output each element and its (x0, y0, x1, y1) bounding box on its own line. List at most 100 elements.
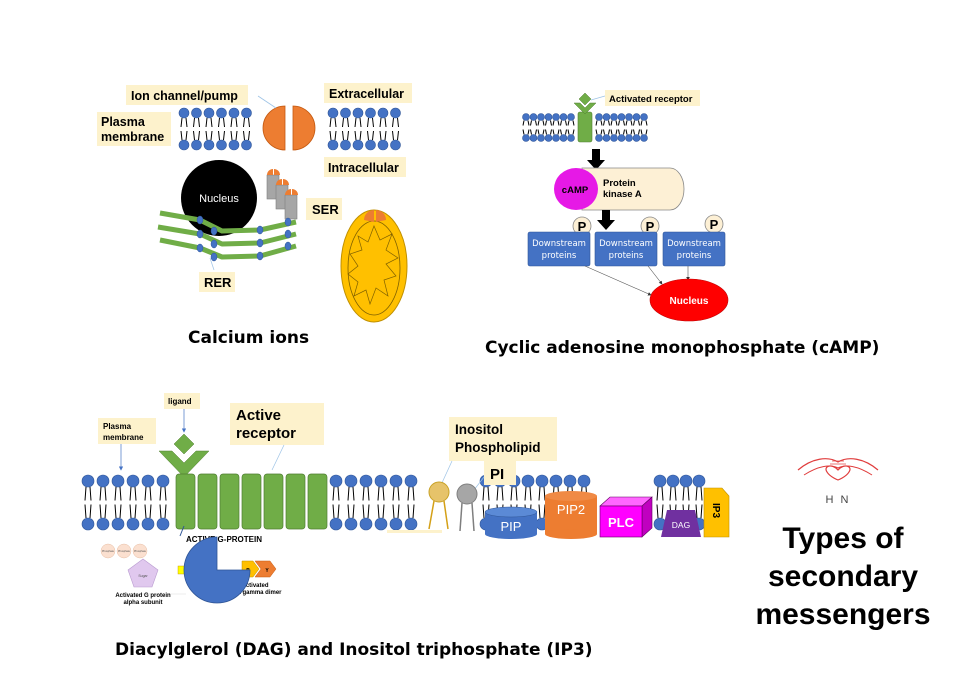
phospholipid (567, 113, 575, 142)
g-protein-label: ACTIVE G-PROTEIN (186, 535, 262, 544)
pip2-cylinder (545, 491, 597, 539)
phospholipid (610, 113, 618, 142)
leader-line (590, 95, 606, 101)
active-receptor-label-bg (230, 403, 324, 445)
phospholipid (126, 474, 140, 531)
activated-receptor-label: Activated receptor (609, 94, 693, 105)
arrow-down-icon (597, 210, 615, 230)
phospholipid (81, 474, 95, 531)
ser-label-bg (306, 198, 342, 220)
calcium-caption: Calcium ions (188, 328, 309, 348)
arrow-down-icon (587, 149, 605, 170)
plasma-membrane-middle (329, 474, 418, 531)
ser-channels (266, 169, 298, 220)
svg-text:Phosphate: Phosphate (102, 550, 115, 553)
plasma-membrane-label-line1: Plasma (101, 115, 146, 129)
receptor-cup (158, 450, 210, 478)
dimer-label-line2: beta gamma dimer (228, 590, 282, 596)
ion-channel-label: Ion channel/pump (131, 89, 238, 103)
plasma-membrane-label-bg (97, 112, 171, 146)
plc-label: PLC (608, 515, 635, 530)
transmembrane-segment (197, 473, 218, 530)
phospholipid (537, 113, 545, 142)
plasma-membrane-label-line2: membrane (101, 130, 164, 144)
svg-text:proteins: proteins (609, 251, 644, 261)
pi-label-bg (484, 461, 516, 485)
leader-line (257, 95, 277, 109)
hn-logo: H N (797, 458, 879, 506)
intracellular-label: Intracellular (328, 161, 399, 175)
phospholipid (625, 113, 633, 142)
svg-text:Phosphate: Phosphate (118, 550, 131, 553)
phospholipid (156, 474, 170, 531)
phospholipid (374, 474, 388, 531)
ip3-label: IP3 (710, 503, 721, 518)
phospholipid (404, 474, 418, 531)
dimer-label-line1: Activated (241, 583, 268, 589)
ligand-label: ligand (168, 397, 192, 406)
camp-label: cAMP (562, 185, 589, 196)
rer-label: RER (204, 275, 232, 290)
pka-label-line2: kinase A (603, 189, 642, 200)
ion-channel-right-half (292, 105, 316, 151)
plasma-membrane-label-line1: Plasma (103, 422, 132, 431)
phospholipid (617, 113, 626, 142)
dag-shape (661, 510, 701, 537)
alpha-subunit-label-line2: alpha subunit (124, 600, 163, 606)
ion-channel-label-bg (126, 85, 248, 105)
title-line: secondary (767, 560, 919, 593)
extracellular-label-bg (324, 83, 412, 103)
phospholipid (228, 107, 240, 151)
dag-ip3-panel: Plasma membrane ligand Active receptor I… (81, 393, 730, 660)
dag-ip3-caption: Diacylglerol (DAG) and Inositol triphosp… (115, 640, 593, 660)
phospholipid (552, 113, 560, 142)
svg-text:Downstream: Downstream (667, 239, 721, 249)
phospholipid (529, 113, 538, 142)
svg-text:proteins: proteins (542, 251, 577, 261)
dag-label: DAG (672, 520, 690, 530)
leader-line (271, 444, 285, 471)
nucleus-red (649, 278, 729, 322)
inositol-label-line2: Phospholipid (455, 440, 541, 455)
receptor-transmembrane-segments (175, 473, 328, 530)
pip2-label: PIP2 (557, 502, 585, 517)
phospholipid (216, 107, 227, 151)
pka-label-line1: Protein (603, 178, 636, 189)
transmembrane-segment (307, 473, 328, 530)
leader-line (473, 476, 485, 491)
ligand-diamond (173, 433, 195, 455)
receptor-cup (573, 102, 597, 115)
title-line: messengers (755, 598, 931, 631)
inositol-label-bg (449, 417, 557, 461)
phospholipid (595, 113, 603, 142)
plasma-membrane-label-line2: membrane (103, 433, 144, 442)
rer-label-bg (199, 272, 235, 292)
ser-label: SER (312, 202, 339, 217)
phospholipid (191, 107, 202, 151)
phospholipid (352, 107, 364, 151)
inositol-phospholipid (428, 481, 450, 530)
phospholipid (178, 107, 190, 151)
phospholipid (602, 113, 611, 142)
phospholipid (522, 113, 530, 142)
extracellular-label: Extracellular (329, 87, 404, 101)
camp-panel: Activated receptor cAMP Protein kinase A… (485, 90, 879, 358)
phospholipid (544, 113, 553, 142)
svg-text:P: P (710, 217, 719, 232)
nucleus-label: Nucleus (199, 193, 239, 205)
phospholipid (632, 113, 641, 142)
phosphate-circle: P (704, 214, 724, 234)
ligand-label-bg (164, 393, 200, 409)
plc-cube (599, 496, 653, 538)
g-protein-alpha-disc (183, 536, 251, 604)
nucleus-label: Nucleus (670, 296, 709, 307)
calcium-panel: Ion channel/pump Extracellular Plasma me… (97, 83, 412, 348)
gamma-label: Y (265, 568, 269, 574)
transmembrane-segment (241, 473, 262, 530)
transmembrane-segment (219, 473, 240, 530)
underline-bar (387, 530, 442, 533)
